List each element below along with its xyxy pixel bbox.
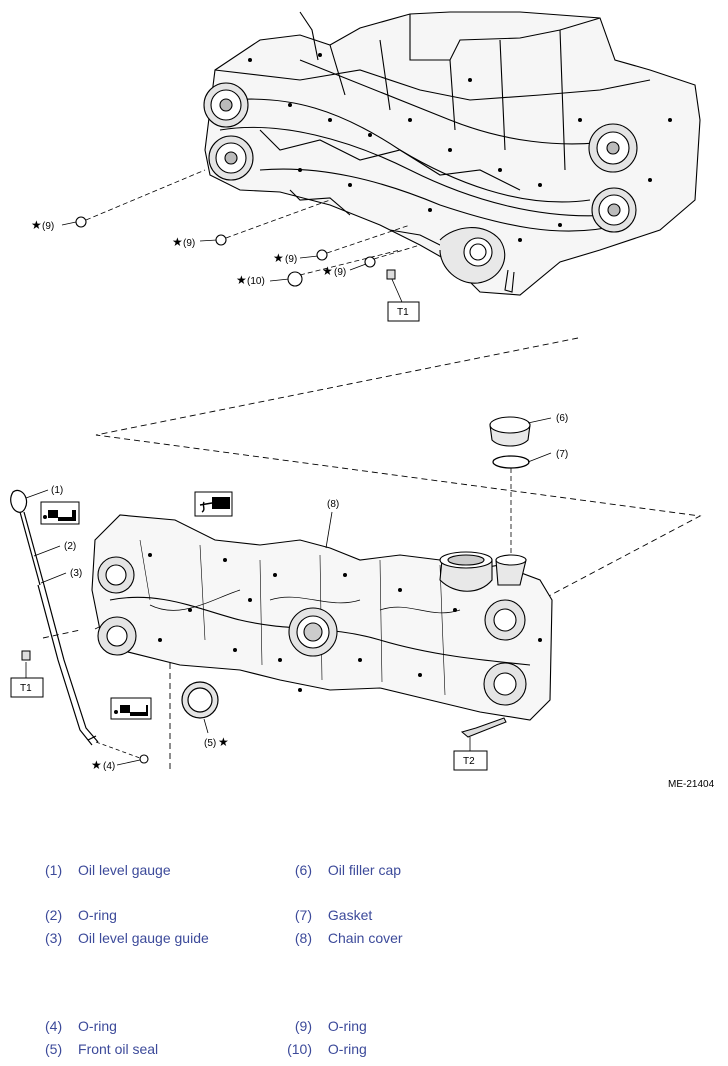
front-oil-seal bbox=[181, 681, 219, 719]
callout-10: (10) bbox=[247, 276, 265, 287]
oil-level-gauge bbox=[10, 489, 99, 746]
callout-9b: (9) bbox=[183, 238, 195, 249]
oil-can-icon bbox=[110, 697, 152, 720]
legend-number: (5) bbox=[45, 1041, 63, 1057]
callout-4: (4) bbox=[103, 761, 115, 772]
oil-filler-cap bbox=[489, 416, 531, 447]
torque-tag-t1-upper: T1 bbox=[387, 301, 420, 322]
o-ring-9d bbox=[364, 256, 376, 268]
star-mark: ★ bbox=[218, 735, 229, 749]
callout-1: (1) bbox=[51, 485, 63, 496]
bolt-t2 bbox=[460, 717, 507, 738]
legend-number: (1) bbox=[45, 862, 63, 878]
legend-number: (2) bbox=[45, 907, 63, 923]
torque-tag-t2: T2 bbox=[453, 750, 488, 771]
callout-9d: (9) bbox=[334, 267, 346, 278]
legend-item-4: (4) O-ring bbox=[45, 1018, 117, 1034]
torque-tag-t1-lower: T1 bbox=[10, 677, 44, 698]
callout-9c: (9) bbox=[285, 254, 297, 265]
legend-number: (8) bbox=[294, 930, 312, 946]
star-mark: ★ bbox=[31, 218, 42, 232]
star-mark: ★ bbox=[322, 264, 333, 278]
legend-number: (10) bbox=[287, 1041, 312, 1057]
callout-2: (2) bbox=[64, 541, 76, 552]
legend-item-10: (10) O-ring bbox=[276, 1041, 367, 1057]
legend-item-2: (2) O-ring bbox=[45, 907, 117, 923]
grease-icon bbox=[194, 491, 233, 517]
o-ring-9c bbox=[316, 249, 328, 261]
legend-item-6: (6) Oil filler cap bbox=[276, 862, 401, 878]
callout-6: (6) bbox=[556, 413, 568, 424]
legend-label: Chain cover bbox=[327, 930, 403, 946]
o-ring-9b bbox=[215, 234, 227, 246]
legend-label: Oil level gauge guide bbox=[78, 930, 209, 946]
oil-can-icon bbox=[40, 501, 80, 525]
callout-9a: (9) bbox=[42, 221, 54, 232]
o-ring-9a bbox=[75, 216, 87, 228]
upper-leaders bbox=[61, 169, 421, 303]
legend-label: O-ring bbox=[327, 1041, 367, 1057]
star-mark: ★ bbox=[236, 273, 247, 287]
legend-number: (6) bbox=[294, 862, 312, 878]
callout-3: (3) bbox=[70, 568, 82, 579]
legend-label: O-ring bbox=[327, 1018, 367, 1034]
legend-item-5: (5) Front oil seal bbox=[45, 1041, 158, 1057]
legend-item-1: (1) Oil level gauge bbox=[45, 862, 171, 878]
legend-label: Gasket bbox=[327, 907, 373, 923]
legend-number: (9) bbox=[294, 1018, 312, 1034]
engine-block-drawing bbox=[203, 11, 701, 296]
bolt-t1-upper bbox=[386, 269, 396, 280]
callout-7: (7) bbox=[556, 449, 568, 460]
legend-label: Oil level gauge bbox=[78, 862, 171, 878]
svg-text:T1: T1 bbox=[397, 307, 409, 318]
legend-label: O-ring bbox=[78, 1018, 117, 1034]
star-mark: ★ bbox=[91, 758, 102, 772]
legend-item-3: (3) Oil level gauge guide bbox=[45, 930, 209, 946]
legend-label: O-ring bbox=[78, 907, 117, 923]
bolt-t1-lower bbox=[21, 650, 31, 661]
gasket bbox=[492, 455, 530, 469]
svg-text:T1: T1 bbox=[20, 683, 32, 694]
legend-label: Oil filler cap bbox=[327, 862, 402, 878]
legend-item-8: (8) Chain cover bbox=[276, 930, 403, 946]
callout-5: (5) bbox=[204, 738, 216, 749]
legend-number: (7) bbox=[294, 907, 312, 923]
legend-number: (3) bbox=[45, 930, 63, 946]
svg-text:T2: T2 bbox=[463, 756, 475, 767]
legend-item-9: (9) O-ring bbox=[276, 1018, 367, 1034]
o-ring-4 bbox=[139, 754, 149, 764]
legend-item-7: (7) Gasket bbox=[276, 907, 372, 923]
legend-number: (4) bbox=[45, 1018, 63, 1034]
callout-8: (8) bbox=[327, 499, 339, 510]
star-mark: ★ bbox=[172, 235, 183, 249]
chain-cover-drawing bbox=[91, 514, 553, 721]
figure-code: ME-21404 bbox=[668, 779, 715, 790]
lower-leaders bbox=[25, 417, 552, 766]
exploded-parts-diagram: ★ (9) ★ (9) ★ (9) ★ (10) ★ (9) T1 bbox=[10, 11, 715, 790]
star-mark: ★ bbox=[273, 251, 284, 265]
legend-label: Front oil seal bbox=[78, 1041, 159, 1057]
o-ring-10 bbox=[287, 271, 303, 287]
